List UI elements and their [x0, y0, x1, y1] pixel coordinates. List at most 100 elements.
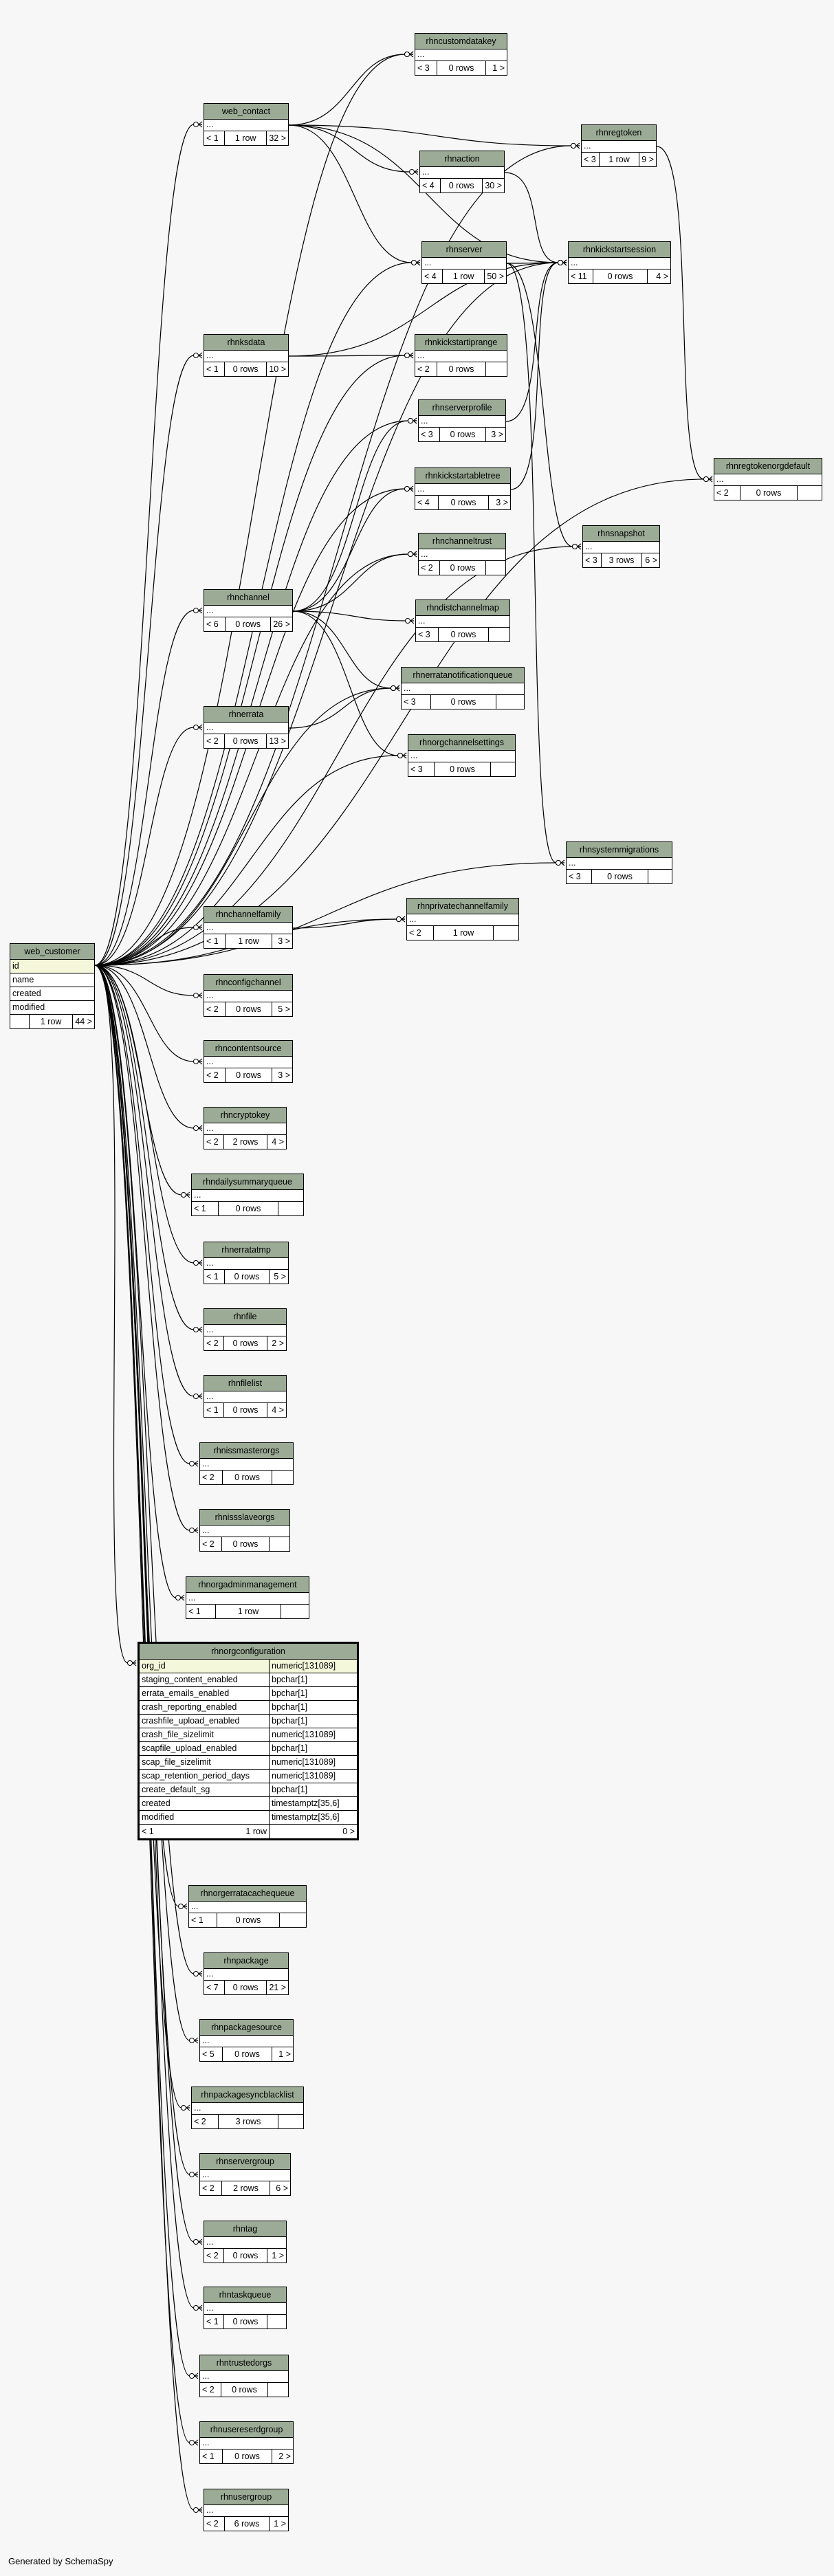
table-web-customer[interactable]: web_customer id name created modified 1 … [10, 943, 95, 1029]
edge-web_customer-to-rhnorgchannelsettings [94, 755, 406, 966]
table-title: rhntag [204, 2221, 286, 2237]
table-title: rhnerrata [204, 707, 288, 723]
crowfoot-icon [409, 352, 414, 359]
edge-web_customer-to-rhnpackagesource [94, 965, 198, 2041]
collapsed-columns: ... [415, 49, 507, 61]
edge-web_customer-to-rhnserverprofile [94, 420, 417, 966]
table-title: rhnchannel [204, 590, 292, 606]
edge-web_contact-to-rhnserver [288, 124, 420, 263]
collapsed-columns: ... [422, 258, 506, 269]
column-created: created [10, 987, 94, 1001]
collapsed-columns: ... [582, 141, 656, 153]
edge-rhnchannel-to-rhnorgchannelsettings [292, 610, 406, 756]
column-id: id [10, 960, 94, 973]
collapsed-columns: ... [419, 549, 505, 561]
edge-rhnchannel-to-rhnserverprofile [292, 420, 417, 612]
edge-web_customer-to-rhnpackage [94, 965, 202, 1974]
table-title: rhnpackage [204, 1953, 288, 1969]
table-title: rhncontentsource [204, 1041, 292, 1057]
edge-rhnkickstartabletree-to-rhnkickstartsession [510, 262, 567, 490]
collapsed-columns: ... [415, 351, 507, 362]
crowfoot-icon [401, 916, 406, 923]
table-title: web_contact [204, 104, 288, 120]
edge-rhnksdata-to-rhnkickstartiprange [288, 355, 413, 357]
table-title: rhnorgerratacachequeue [189, 1886, 306, 1902]
edge-rhnchannel-to-rhndistchannelmap [292, 610, 414, 621]
edge-web_customer-to-rhncustomdatakey [94, 54, 413, 966]
edge-web_customer-to-rhnissslaveorgs [94, 965, 198, 1531]
crowfoot-icon [194, 2171, 199, 2178]
edge-rhnaction-to-rhnkickstartsession [504, 172, 567, 263]
edge-endpoint-icon [181, 1192, 186, 1198]
column-name: name [10, 973, 94, 987]
crowfoot-icon [402, 752, 407, 759]
crowfoot-icon [194, 1527, 199, 1534]
edge-endpoint-icon [193, 1971, 199, 1977]
edge-endpoint-icon [193, 2305, 199, 2311]
edge-web_customer-to-rhnchanneltrust [94, 553, 417, 966]
crowfoot-icon [562, 259, 567, 266]
collapsed-columns: ... [204, 2505, 288, 2517]
crowfoot-icon [198, 924, 203, 931]
collapsed-columns: ... [204, 351, 288, 362]
crowfoot-icon [198, 1970, 203, 1977]
edge-endpoint-icon [572, 544, 578, 549]
crowfoot-icon [194, 1460, 199, 1467]
table-title: rhntaskqueue [204, 2287, 286, 2303]
crowfoot-icon [575, 142, 580, 149]
crowfoot-icon [198, 1326, 203, 1333]
